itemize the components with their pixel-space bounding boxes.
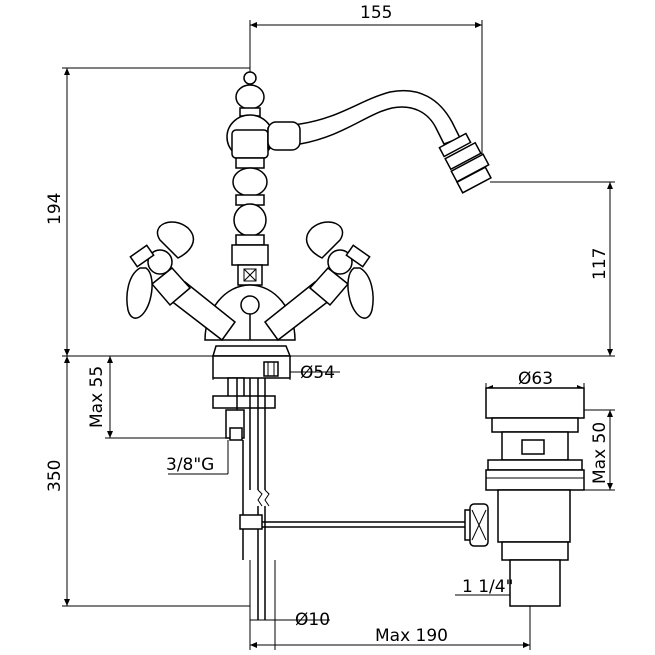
label-thread: 3/8"G <box>166 455 214 475</box>
label-350: 350 <box>45 460 65 492</box>
label-dia-54: Ø54 <box>300 363 335 383</box>
label-max-50: Max 50 <box>590 422 610 484</box>
label-dia-10: Ø10 <box>295 610 330 630</box>
dimension-labels: 155 194 117 Max 55 Ø54 3/8"G 350 Ø63 Max… <box>45 3 610 646</box>
bidet-mixer <box>126 71 492 379</box>
label-dia-63: Ø63 <box>518 369 553 389</box>
label-194: 194 <box>45 193 65 225</box>
label-155: 155 <box>360 3 392 23</box>
label-waste: 1 1/4" <box>462 577 513 597</box>
under-deck-fittings <box>212 361 465 620</box>
label-max-190: Max 190 <box>375 626 448 646</box>
label-117: 117 <box>590 248 610 280</box>
pop-up-waste <box>464 387 585 607</box>
label-max-55: Max 55 <box>87 366 107 428</box>
